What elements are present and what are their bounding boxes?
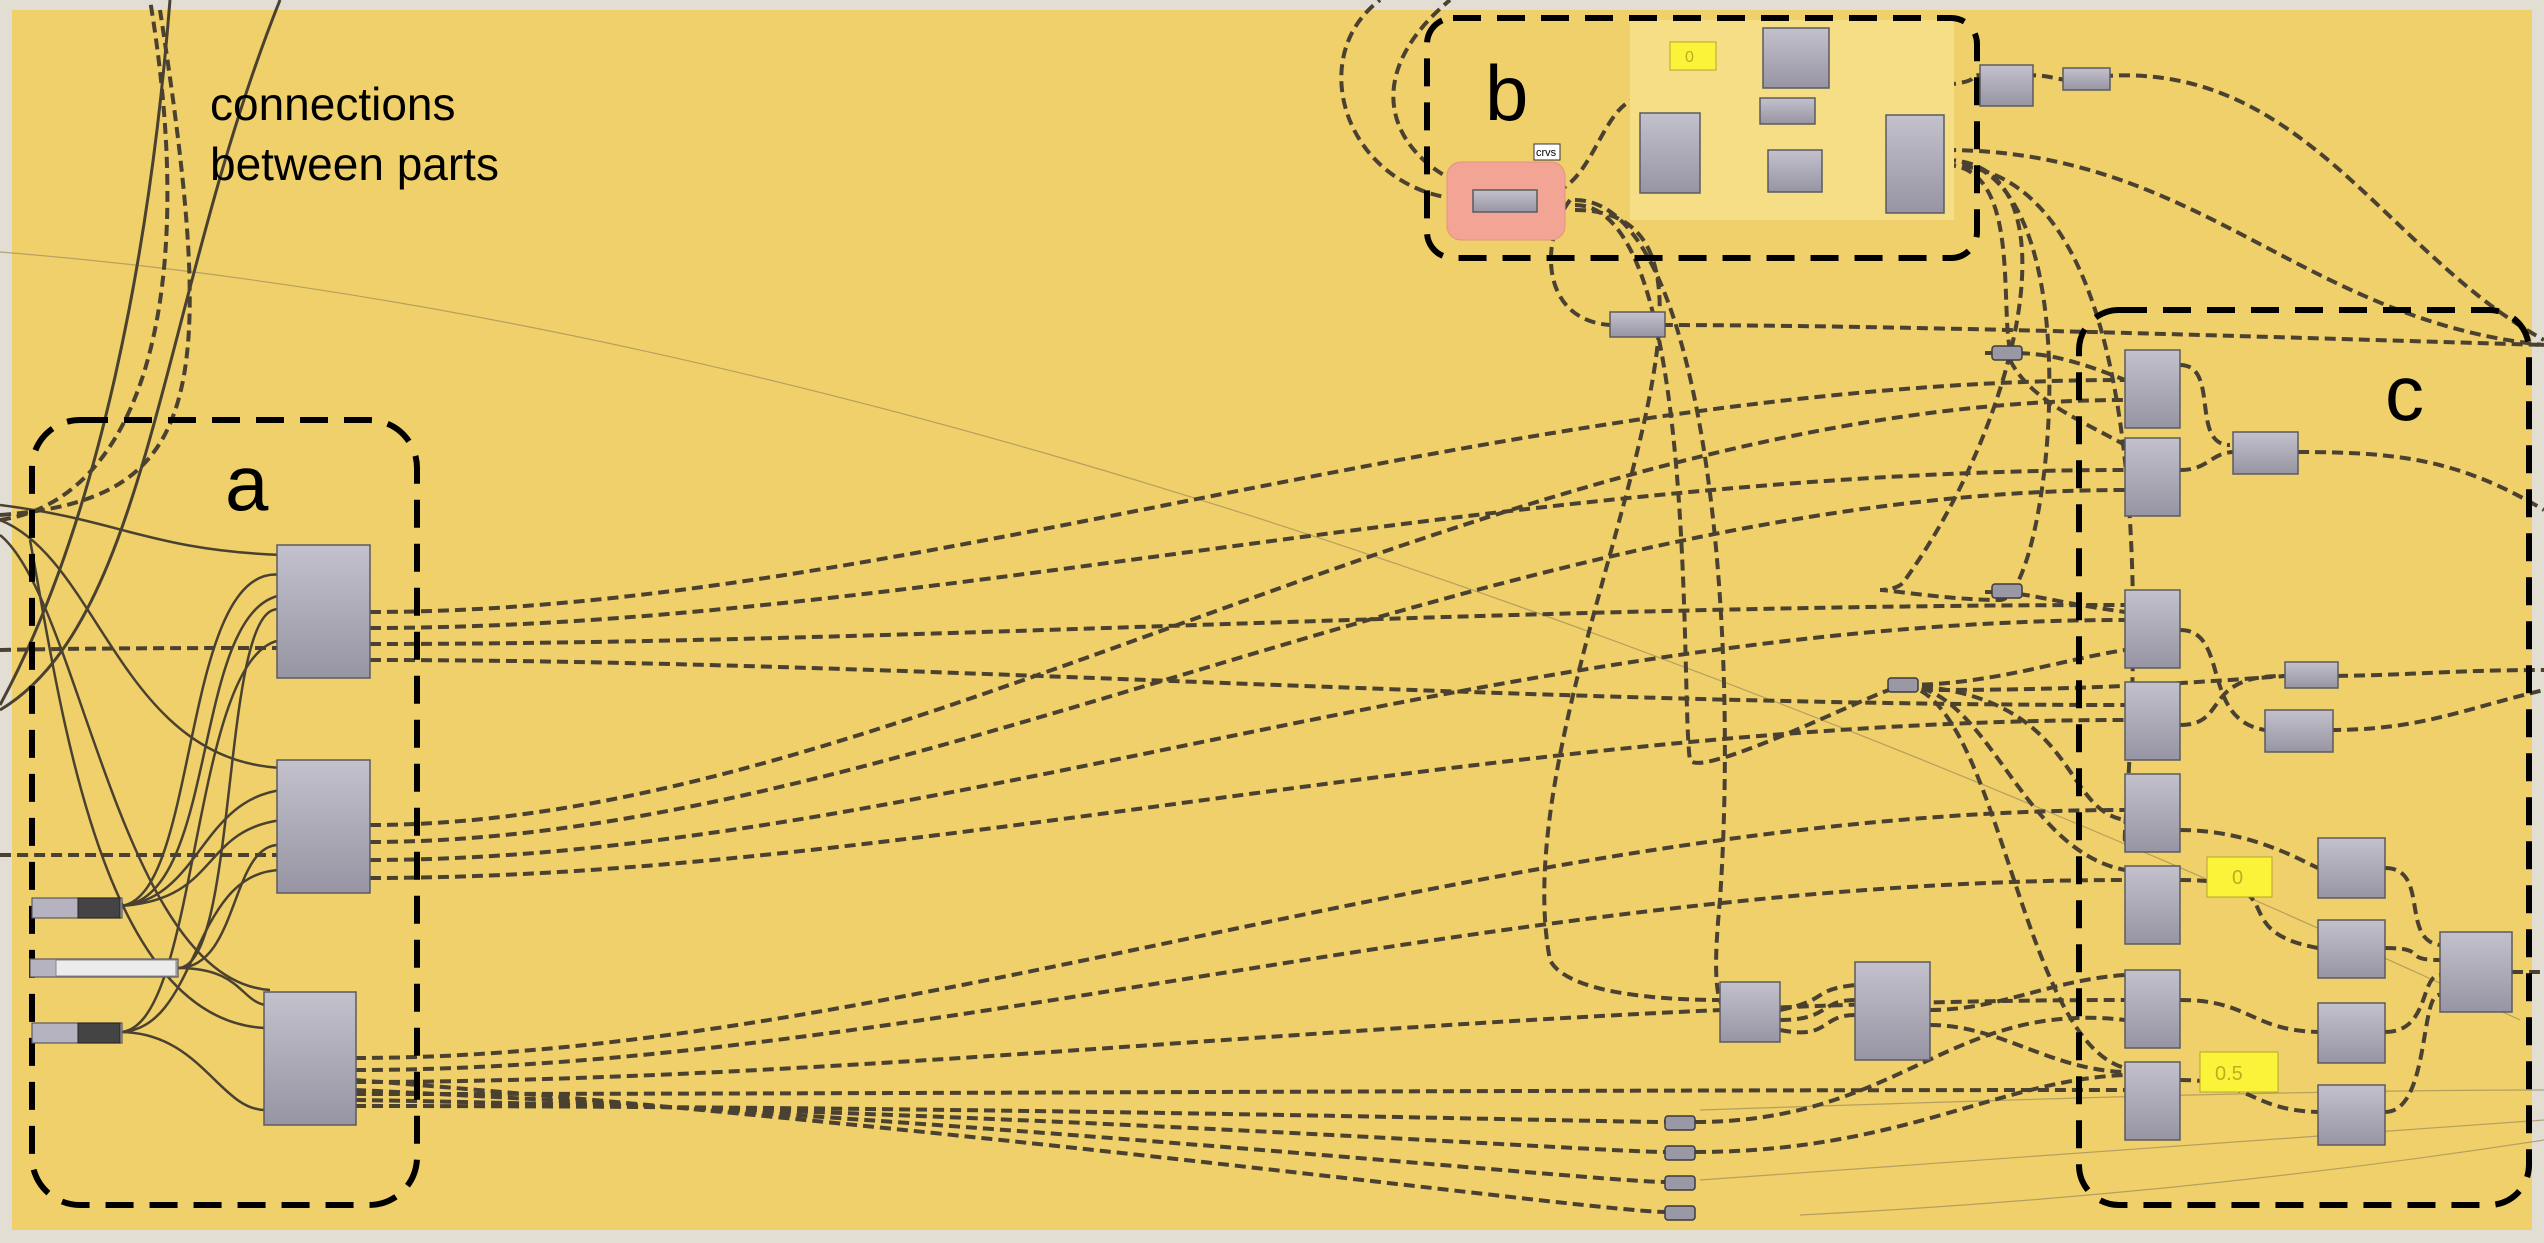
b-zero-panel-text: 0 <box>1685 49 1694 66</box>
crvs-badge <box>1533 143 1561 161</box>
b-component-3[interactable] <box>1759 97 1816 125</box>
b-selected-component[interactable] <box>1472 189 1538 213</box>
outside-component-1[interactable] <box>1979 64 2034 107</box>
relay-2[interactable] <box>1991 583 2023 599</box>
input-widgets[interactable] <box>29 897 179 1044</box>
b-zero-panel[interactable] <box>1669 41 1717 71</box>
b-component-2[interactable] <box>1762 27 1830 89</box>
c-component-7[interactable] <box>2264 709 2334 753</box>
c-component-2[interactable] <box>2124 437 2181 517</box>
group-b-label: b <box>1485 49 1528 137</box>
c-component-13[interactable] <box>2124 969 2181 1049</box>
relay-7[interactable] <box>1664 1205 1696 1221</box>
relay-1[interactable] <box>1991 345 2023 361</box>
solid-wires <box>0 0 283 1112</box>
c-component-12[interactable] <box>2439 931 2513 1013</box>
slider-2-value[interactable] <box>55 959 177 977</box>
a-component-3[interactable] <box>263 991 357 1126</box>
panels[interactable]: 0 0 0.5 <box>1669 41 2279 1093</box>
relay-5[interactable] <box>1664 1145 1696 1161</box>
relay-6[interactable] <box>1664 1175 1696 1191</box>
c-component-8[interactable] <box>2124 773 2181 853</box>
crvs-badge-text: crvs <box>1536 147 1557 159</box>
slider-1-knob[interactable] <box>77 897 121 919</box>
c-component-16[interactable] <box>2317 1084 2386 1146</box>
dashed-wires <box>0 0 2544 1214</box>
c-component-4[interactable] <box>2124 589 2181 669</box>
mid-component-3[interactable] <box>1854 961 1931 1061</box>
component-nodes[interactable] <box>263 27 2513 1146</box>
c-half-panel-text: 0.5 <box>2215 1063 2243 1085</box>
group-frames <box>29 15 2532 1208</box>
c-zero-panel-text: 0 <box>2232 867 2243 889</box>
slider-3-knob[interactable] <box>77 1022 121 1044</box>
group-a-frame <box>29 417 420 1208</box>
group-c-frame <box>2076 307 2532 1208</box>
group-c-label: c <box>2385 349 2424 437</box>
c-half-panel[interactable] <box>2199 1051 2279 1093</box>
c-component-6[interactable] <box>2284 661 2339 689</box>
c-component-14[interactable] <box>2317 1002 2386 1064</box>
annotation-line-2: between parts <box>210 138 499 190</box>
group-b-frame <box>1424 15 1980 261</box>
mid-component-1[interactable] <box>1609 311 1666 338</box>
b-component-4[interactable] <box>1767 149 1823 193</box>
c-component-15[interactable] <box>2124 1061 2181 1141</box>
relay-3[interactable] <box>1887 677 1919 693</box>
group-a-label: a <box>225 439 269 527</box>
c-component-1[interactable] <box>2124 349 2181 429</box>
mid-component-2[interactable] <box>1719 981 1781 1043</box>
c-component-9[interactable] <box>2124 865 2181 945</box>
c-component-10[interactable] <box>2317 837 2386 899</box>
annotation-line-1: connections <box>210 78 456 130</box>
c-component-11[interactable] <box>2317 919 2386 979</box>
b-component-5[interactable] <box>1885 114 1945 214</box>
c-component-5[interactable] <box>2124 681 2181 761</box>
b-component-1[interactable] <box>1639 112 1701 194</box>
c-component-3[interactable] <box>2232 431 2299 475</box>
a-component-2[interactable] <box>276 759 371 894</box>
outside-component-2[interactable] <box>2062 67 2111 91</box>
relay-nodes[interactable] <box>1664 345 2023 1221</box>
c-zero-panel[interactable] <box>2206 856 2273 898</box>
a-component-1[interactable] <box>276 544 371 679</box>
relay-4[interactable] <box>1664 1115 1696 1131</box>
